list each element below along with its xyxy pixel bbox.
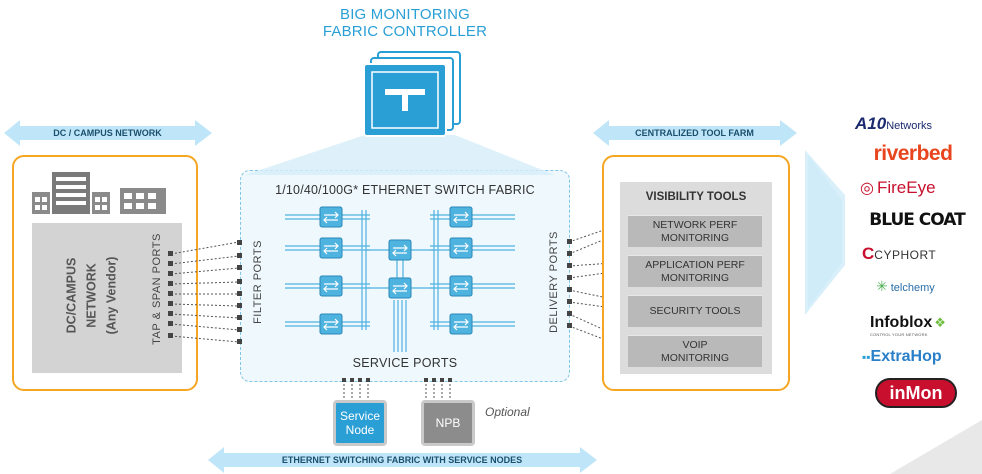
controller-title: BIG MONITORING FABRIC CONTROLLER — [300, 6, 510, 40]
service-node-links — [342, 378, 452, 398]
switch-icon — [319, 237, 343, 259]
infoblox-text: Infoblox — [870, 314, 933, 331]
fabric-switches — [319, 206, 473, 335]
controller-title-line1: BIG MONITORING — [339, 6, 471, 23]
switch-icon — [449, 206, 473, 228]
service-ports-label: SERVICE PORTS — [352, 356, 458, 370]
vendor-blue-coat: BLUE COAT — [869, 210, 965, 230]
telchemy-text: telchemy — [890, 282, 935, 294]
vendor-telchemy: ✳telchemy — [876, 278, 976, 306]
tool-security: SECURITY TOOLS — [628, 295, 762, 327]
fabric-title: 1/10/40/100G* ETHERNET SWITCH FABRIC — [275, 183, 535, 197]
vendor-infoblox: Infoblox❖ CONTROL YOUR NETWORK — [870, 314, 978, 344]
controller-beam — [245, 135, 555, 175]
corner-shade — [890, 420, 982, 474]
controller-icon — [363, 51, 461, 137]
tool-security-line1: SECURITY TOOLS — [649, 305, 741, 317]
switch-icon — [449, 275, 473, 297]
dc-line3: (Any Vendor) — [104, 256, 119, 335]
service-node-line1: Service — [339, 409, 380, 423]
tool-network-perf-line2: MONITORING — [660, 231, 730, 244]
controller-title-line2: FABRIC CONTROLLER — [322, 23, 488, 40]
vendor-riverbed: riverbed — [873, 142, 953, 165]
vendor-extrahop: ▪▪ExtraHop — [862, 348, 980, 370]
tap-span-ports-label: TAP & SPAN PORTS — [151, 233, 163, 345]
switch-icon — [388, 239, 412, 261]
switch-icon — [319, 275, 343, 297]
vendor-fireeye: ◎FireEye — [860, 178, 978, 202]
tool-farm-arrow — [593, 120, 797, 146]
switch-icon — [388, 277, 412, 299]
tool-voip-line1: VOIP — [682, 338, 708, 351]
switch-icon — [319, 206, 343, 228]
cyphort-text: CYPHORT — [874, 248, 937, 262]
vendor-cyphort: CCYPHORT — [862, 244, 978, 266]
cyphort-icon: C — [862, 244, 875, 263]
buildings-icon — [32, 172, 166, 214]
a10-logo-text: Networks — [886, 120, 933, 132]
switch-icon — [449, 313, 473, 335]
dc-campus-arrow — [4, 120, 212, 146]
vendor-a10-networks: A10Networks — [855, 114, 975, 138]
tool-voip-line2: MONITORING — [660, 351, 730, 364]
extrahop-text: ExtraHop — [870, 348, 942, 365]
vendor-inmon: inMon — [875, 378, 957, 408]
infoblox-icon: ❖ — [934, 315, 946, 330]
service-node-line2: Node — [345, 423, 375, 437]
tool-farm-arrow-label: CENTRALIZED TOOL FARM — [635, 128, 754, 138]
service-fabric-arrow — [208, 447, 597, 473]
fireeye-text: FireEye — [876, 178, 936, 197]
telchemy-icon: ✳ — [876, 278, 888, 294]
service-node: Service Node — [333, 400, 387, 446]
switch-icon — [449, 237, 473, 259]
extrahop-icon: ▪▪ — [862, 350, 871, 364]
npb-node: NPB — [421, 400, 475, 446]
tool-application-perf-line1: APPLICATION PERF — [645, 258, 745, 271]
infoblox-tagline: CONTROL YOUR NETWORK — [870, 332, 928, 337]
dc-network-panel — [32, 223, 182, 373]
fireeye-icon: ◎ — [860, 180, 874, 197]
service-fabric-arrow-label: ETHERNET SWITCHING FABRIC WITH SERVICE N… — [281, 455, 523, 465]
visibility-tools-title: VISIBILITY TOOLS — [645, 191, 747, 203]
tool-network-perf-line1: NETWORK PERF — [652, 218, 738, 231]
dc-campus-arrow-label: DC / CAMPUS NETWORK — [53, 128, 162, 138]
optional-label: Optional — [485, 405, 530, 419]
tool-application-perf-line2: MONITORING — [660, 271, 730, 284]
tap-span-links — [168, 240, 242, 344]
filter-ports-label: FILTER PORTS — [252, 240, 264, 324]
switch-icon — [319, 313, 343, 335]
delivery-ports-label: DELIVERY PORTS — [548, 231, 560, 333]
a10-logo-mark: A10 — [855, 114, 887, 133]
